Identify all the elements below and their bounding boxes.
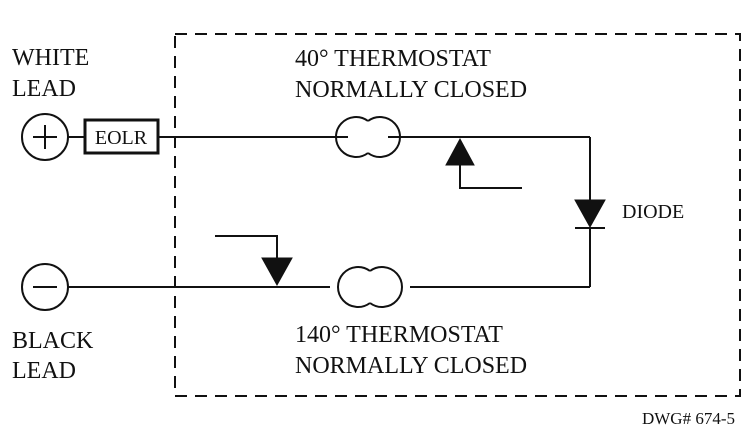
- thermostat-enclosure-outline: [174, 33, 741, 397]
- white-lead-label-line1: WHITE: [12, 45, 89, 71]
- thermostat-40-arrow-icon: [445, 137, 475, 166]
- black-lead-label-line2: LEAD: [12, 358, 76, 384]
- thermostat-140-arrow-icon: [261, 257, 293, 287]
- thermostat-140-label-line2: NORMALLY CLOSED: [295, 353, 527, 379]
- diode-icon: [574, 199, 606, 229]
- thermostat-40-arc-right: [367, 116, 401, 158]
- thermostat-140-arc-right: [369, 266, 403, 308]
- negative-terminal-icon: [21, 263, 69, 311]
- eolr-label: EOLR: [95, 127, 148, 149]
- thermostat-140-arrow-line: [215, 235, 278, 258]
- drawing-number: DWG# 674-5: [642, 409, 735, 428]
- thermostat-40-label-line1: 40° THERMOSTAT: [295, 46, 491, 72]
- positive-terminal-icon: [21, 113, 69, 161]
- thermostat-40-arc-left: [335, 116, 369, 158]
- thermostat-140-label-line1: 140° THERMOSTAT: [295, 322, 503, 348]
- black-lead-label-line1: BLACK: [12, 328, 94, 354]
- diode-label: DIODE: [622, 201, 684, 223]
- thermostat-40-label-line2: NORMALLY CLOSED: [295, 77, 527, 103]
- thermostat-40-arrow-line: [459, 165, 522, 189]
- white-lead-label-line2: LEAD: [12, 76, 76, 102]
- thermostat-140-arc-left: [337, 266, 371, 308]
